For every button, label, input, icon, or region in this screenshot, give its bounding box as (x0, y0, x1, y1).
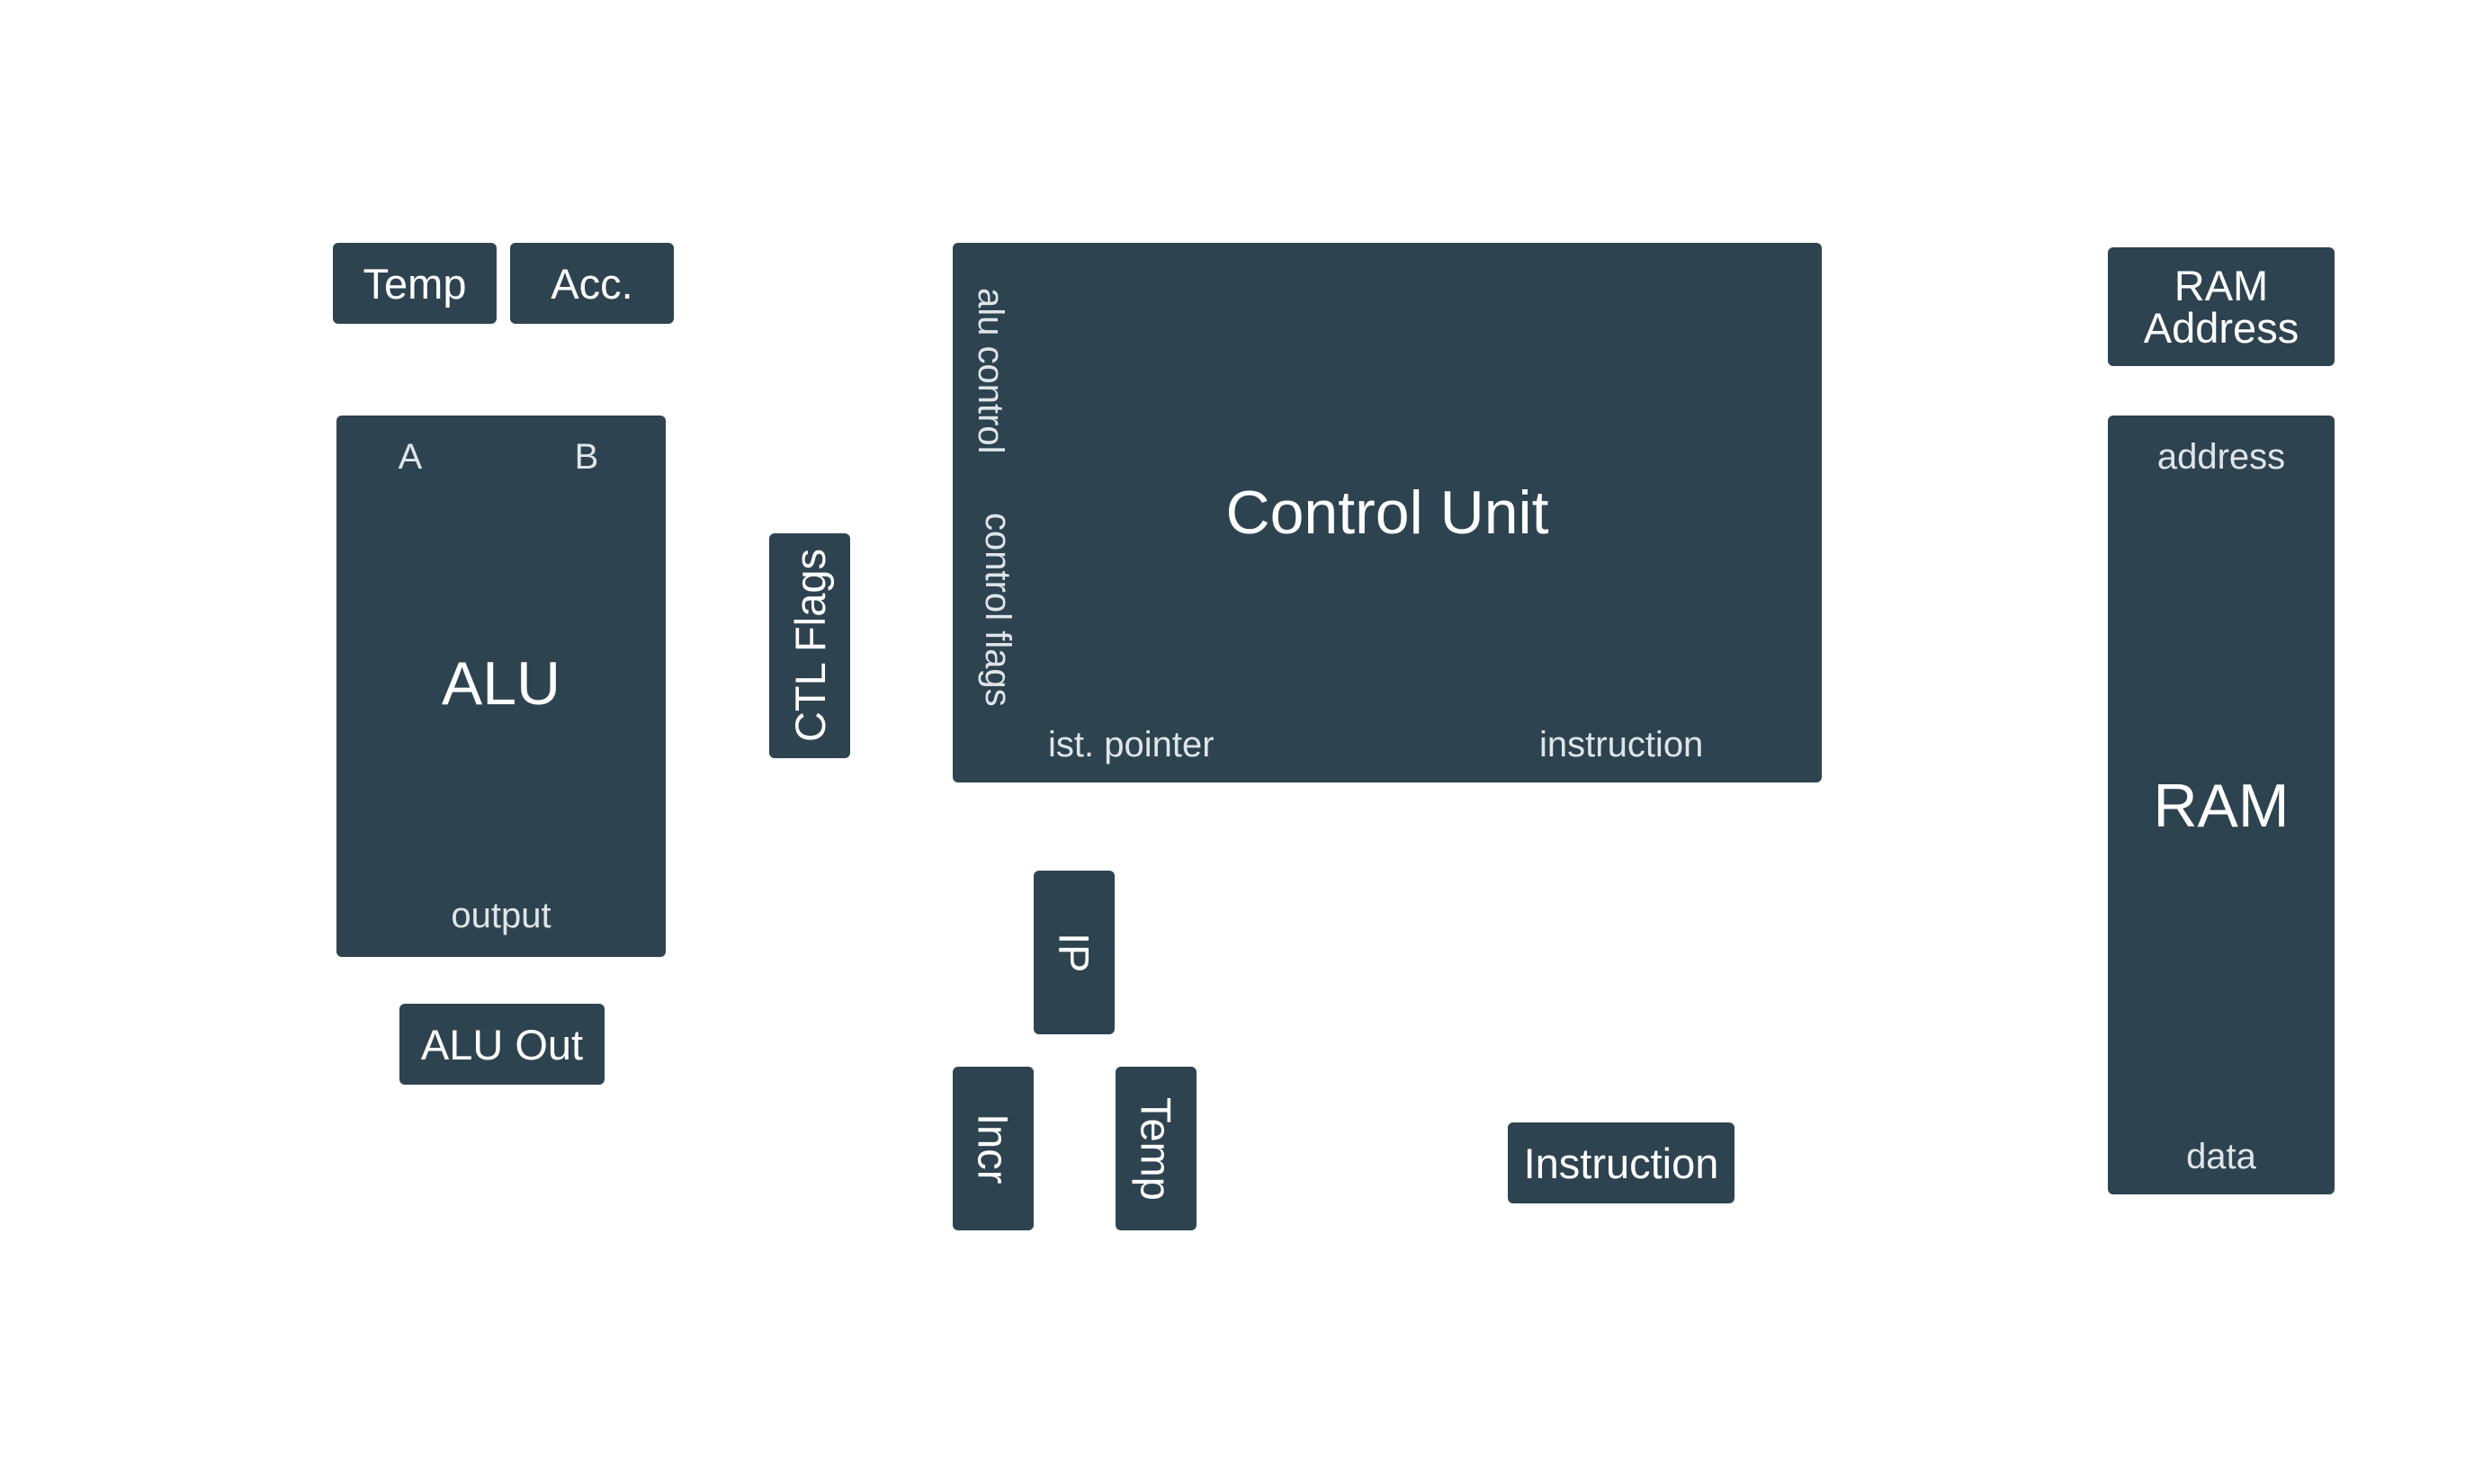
incr-register: Incr (953, 1067, 1034, 1230)
ram-block: address RAM data (2108, 416, 2335, 1194)
ip-temp-register: Temp (1116, 1067, 1197, 1230)
alu-input-a: A (398, 437, 423, 477)
ram-title: RAM (2153, 772, 2290, 840)
temp-register: Temp (333, 243, 497, 324)
accumulator-register-label: Acc. (551, 259, 633, 308)
instruction-register-label: Instruction (1523, 1139, 1719, 1187)
ram-address-register-label: RAM Address (2143, 262, 2299, 352)
alu-out-register: ALU Out (399, 1004, 605, 1085)
ctl-flags-register-label: CTL Flags (785, 549, 834, 743)
ist-pointer-port: ist. pointer (1048, 725, 1215, 764)
alu-output: output (451, 896, 551, 935)
control-unit-block: alu control control flags Control Unit i… (953, 243, 1822, 782)
alu-title: ALU (441, 649, 561, 718)
alu-input-b: B (574, 437, 599, 477)
instruction-register: Instruction (1508, 1122, 1735, 1203)
control-unit-title: Control Unit (1225, 478, 1549, 547)
ip-temp-register-label: Temp (1132, 1096, 1180, 1201)
alu-control-port: alu control (971, 288, 1010, 454)
instruction-port: instruction (1539, 725, 1704, 764)
ip-register: IP (1034, 871, 1115, 1034)
ram-address-register: RAM Address (2108, 247, 2335, 366)
ram-address-port: address (2156, 437, 2286, 477)
temp-register-label: Temp (363, 259, 467, 308)
control-flags-port: control flags (978, 513, 1017, 707)
alu-block: A B ALU output (336, 416, 666, 957)
ip-register-label: IP (1050, 932, 1098, 973)
ram-data-port: data (2186, 1137, 2256, 1176)
ctl-flags-register: CTL Flags (769, 533, 850, 758)
incr-register-label: Incr (969, 1113, 1017, 1185)
alu-out-register-label: ALU Out (420, 1020, 584, 1068)
accumulator-register: Acc. (510, 243, 674, 324)
